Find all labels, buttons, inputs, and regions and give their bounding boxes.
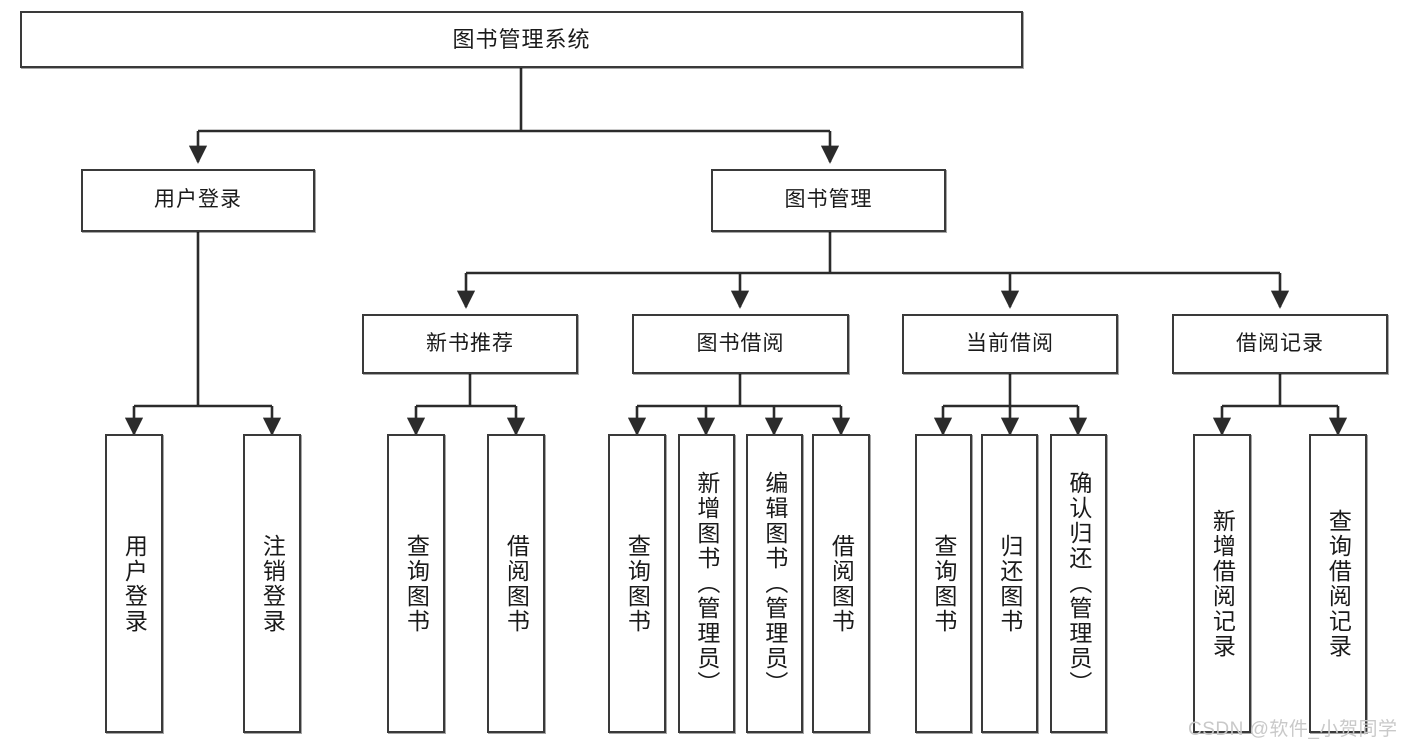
csdn-watermark: CSDN @软件_小贺同学 bbox=[1188, 719, 1398, 740]
node-leaf-borrow-book-2[interactable]: 借阅图书 bbox=[812, 434, 870, 733]
node-label: 图书管理系统 bbox=[452, 26, 591, 52]
node-label: 归还图书 bbox=[996, 533, 1023, 634]
node-label: 当前借阅 bbox=[966, 331, 1054, 355]
node-leaf-query-record[interactable]: 查询借阅记录 bbox=[1309, 434, 1367, 733]
node-book-management[interactable]: 图书管理 bbox=[711, 169, 946, 232]
node-label: 查询图书 bbox=[403, 533, 430, 634]
node-label: 查询借阅记录 bbox=[1325, 508, 1352, 659]
node-label: 编辑图书（管理员） bbox=[761, 471, 788, 696]
node-label: 查询图书 bbox=[624, 533, 651, 634]
node-leaf-edit-book[interactable]: 编辑图书（管理员） bbox=[746, 434, 803, 733]
node-label: 借阅图书 bbox=[503, 533, 530, 634]
node-label: 借阅记录 bbox=[1236, 331, 1324, 355]
node-leaf-query-book-3[interactable]: 查询图书 bbox=[915, 434, 972, 733]
node-leaf-add-book[interactable]: 新增图书（管理员） bbox=[678, 434, 735, 733]
node-leaf-return-book[interactable]: 归还图书 bbox=[981, 434, 1038, 733]
node-leaf-confirm-return[interactable]: 确认归还（管理员） bbox=[1050, 434, 1107, 733]
node-label: 确认归还（管理员） bbox=[1065, 471, 1092, 696]
node-label: 新增借阅记录 bbox=[1209, 508, 1236, 659]
node-new-book-recommend[interactable]: 新书推荐 bbox=[362, 314, 578, 374]
node-label: 图书管理 bbox=[784, 188, 873, 212]
node-label: 查询图书 bbox=[930, 533, 957, 634]
node-leaf-add-record[interactable]: 新增借阅记录 bbox=[1193, 434, 1251, 733]
node-label: 新书推荐 bbox=[426, 331, 514, 355]
node-current-borrow[interactable]: 当前借阅 bbox=[902, 314, 1118, 374]
node-label: 借阅图书 bbox=[828, 533, 855, 634]
node-label: 注销登录 bbox=[259, 533, 286, 634]
node-book-borrow[interactable]: 图书借阅 bbox=[632, 314, 849, 374]
node-leaf-logout-login[interactable]: 注销登录 bbox=[243, 434, 301, 733]
node-label: 图书借阅 bbox=[696, 331, 785, 355]
node-label: 新增图书（管理员） bbox=[693, 471, 720, 696]
node-borrow-record[interactable]: 借阅记录 bbox=[1172, 314, 1388, 374]
node-leaf-query-book-1[interactable]: 查询图书 bbox=[387, 434, 445, 733]
node-user-login[interactable]: 用户登录 bbox=[81, 169, 315, 232]
node-leaf-borrow-book-1[interactable]: 借阅图书 bbox=[487, 434, 545, 733]
node-root-system[interactable]: 图书管理系统 bbox=[20, 11, 1023, 68]
node-label: 用户登录 bbox=[121, 533, 148, 634]
node-leaf-user-login[interactable]: 用户登录 bbox=[105, 434, 163, 733]
node-label: 用户登录 bbox=[154, 188, 242, 212]
node-leaf-query-book-2[interactable]: 查询图书 bbox=[608, 434, 666, 733]
